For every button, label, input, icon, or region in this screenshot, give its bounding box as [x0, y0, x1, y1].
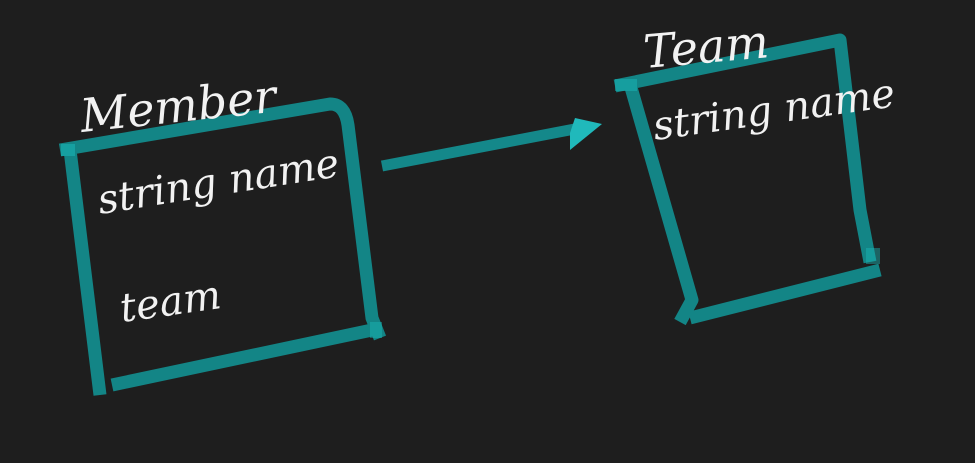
- relation-arrow-line: [380, 122, 582, 172]
- entity-team-field: string name: [650, 70, 898, 149]
- entity-member-corner-accent: [61, 144, 75, 156]
- entity-member-field: team: [117, 272, 224, 332]
- relation-arrow-head: [570, 118, 602, 150]
- entity-team-title: Team: [641, 14, 771, 79]
- entity-member-title: Member: [77, 68, 282, 143]
- relation-arrow: [380, 118, 602, 172]
- entity-team-corner-accent-2: [866, 248, 880, 264]
- entity-member-box: [58, 97, 387, 396]
- entity-member[interactable]: Member string name team: [58, 68, 387, 396]
- entity-team-box: [613, 33, 882, 326]
- entity-team-corner-accent: [615, 79, 637, 91]
- entity-member-field: string name: [94, 140, 342, 224]
- entity-member-corner-accent-2: [370, 322, 382, 338]
- entity-team[interactable]: Team string name: [613, 14, 898, 326]
